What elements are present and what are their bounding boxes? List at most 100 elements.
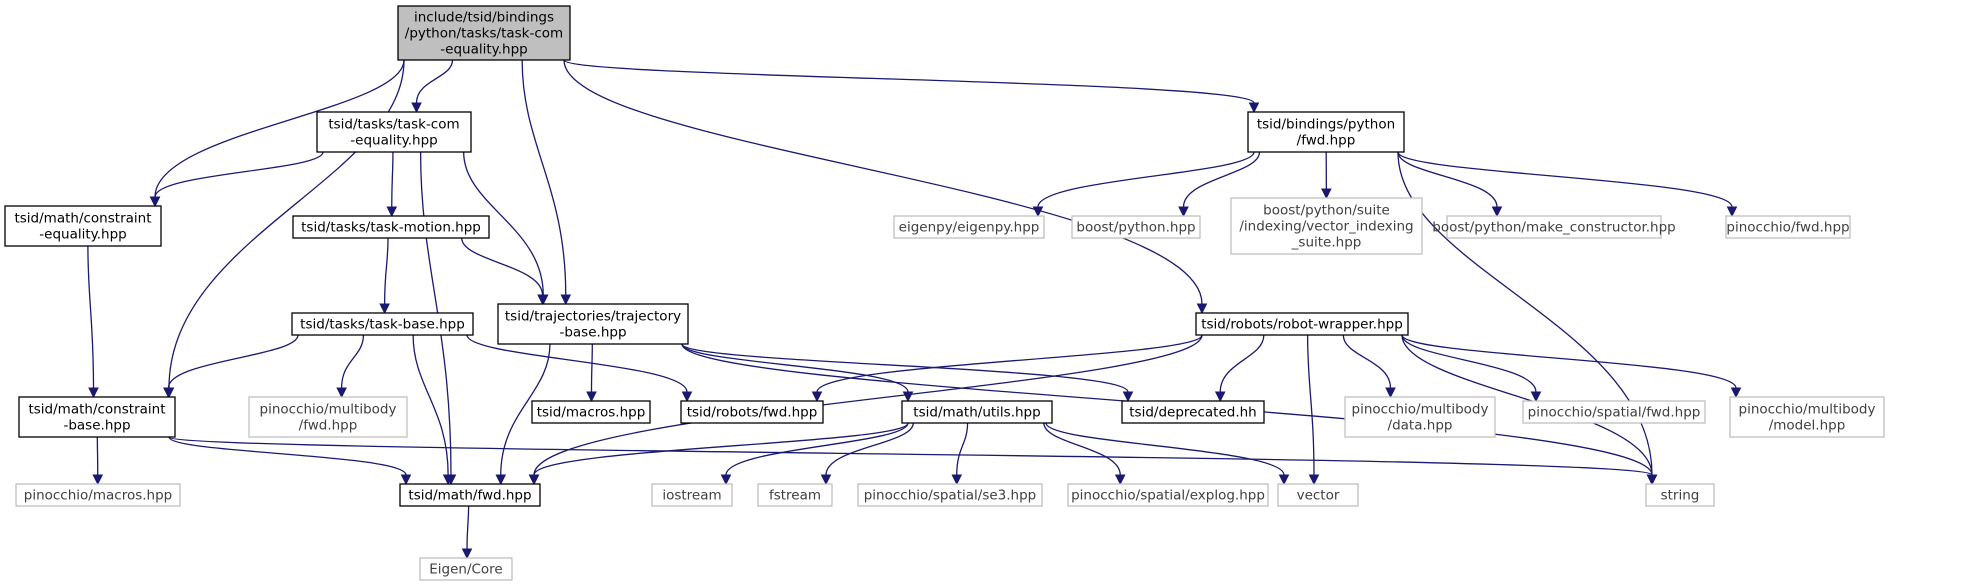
node-label: eigenpy/eigenpy.hpp [899,220,1040,236]
node-label: boost/python/suite [1263,203,1390,219]
node-pin_sp_fwd: pinocchio/spatial/fwd.hpp [1522,400,1706,424]
edges-layer [87,59,1742,560]
arrowhead-icon [1530,391,1542,403]
node-box [18,396,176,438]
node-box [757,483,833,507]
node-box [893,215,1045,239]
node-py_fwd[interactable]: tsid/bindings/python/fwd.hpp [1247,111,1405,153]
node-box [292,215,490,239]
edge-robot_wrapper-to-vector [1306,334,1320,486]
arrowhead-icon [528,474,540,486]
node-box [1071,215,1201,239]
arrowhead-icon [1321,188,1332,200]
arrowhead-icon [163,387,174,399]
node-label: tsid/math/fwd.hpp [408,488,531,504]
arrowhead-icon [1308,474,1320,486]
node-traj_base[interactable]: tsid/trajectories/trajectory-base.hpp [497,303,689,345]
node-robots_fwd[interactable]: tsid/robots/fwd.hpp [680,400,824,424]
node-box [1522,400,1706,424]
nodes-layer: include/tsid/bindings/python/tasks/task-… [4,5,1885,581]
edge-task_com_eq-to-constraint_eq [149,151,324,208]
node-pin_macros: pinocchio/macros.hpp [15,483,181,507]
arrowhead-icon [495,474,507,486]
arrowhead-icon [1114,474,1126,486]
node-label: boost/python.hpp [1076,220,1195,236]
node-task_motion[interactable]: tsid/tasks/task-motion.hpp [292,215,490,239]
node-label: pinocchio/multibody [1352,402,1489,418]
arrowhead-icon [442,474,454,486]
node-string: string [1645,483,1715,507]
node-deprecated[interactable]: tsid/deprecated.hh [1121,400,1265,424]
node-label: pinocchio/spatial/explog.hpp [1071,488,1265,504]
edge-math_utils-to-fstream [820,422,914,486]
arrowhead-icon [537,294,548,306]
node-label: /data.hpp [1388,418,1453,434]
arrowhead-icon [1214,391,1226,403]
node-pin_explog: pinocchio/spatial/explog.hpp [1067,483,1269,507]
node-box [1067,483,1269,507]
node-box [419,557,513,581]
node-label: /python/tasks/task-com [405,26,563,42]
edge-math_fwd-to-eigen_core [461,505,473,560]
node-boost_python: boost/python.hpp [1071,215,1201,239]
node-label: pinocchio/spatial/se3.hpp [864,488,1037,504]
node-box [15,483,181,507]
arrowhead-icon [1196,303,1208,315]
node-root[interactable]: include/tsid/bindings/python/tasks/task-… [397,5,571,61]
node-pin_mb_model: pinocchio/multibody/model.hpp [1729,396,1885,438]
arrowhead-icon [820,474,832,486]
edge-py_fwd-to-eigenpy [1032,151,1255,218]
edge-constraint_base-to-pin_macros [92,436,104,486]
node-box [291,312,474,336]
node-label: /fwd.hpp [299,418,358,434]
edge-math_utils-to-vector [1045,422,1290,486]
node-math_fwd[interactable]: tsid/math/fwd.hpp [399,483,541,507]
node-pin_mb_fwd: pinocchio/multibody/fwd.hpp [248,396,408,438]
node-box [316,111,472,153]
node-label: -equality.hpp [440,42,527,58]
node-label: pinocchio/multibody [260,402,397,418]
edge-robot_wrapper-to-deprecated [1214,334,1265,403]
arrowhead-icon [1491,206,1503,218]
node-label: tsid/trajectories/trajectory [505,309,681,325]
edge-math_utils-to-pin_explog [1043,422,1126,486]
edge-traj_base-to-deprecated [681,343,1134,403]
node-task_base[interactable]: tsid/tasks/task-base.hpp [291,312,474,336]
node-constraint_eq[interactable]: tsid/math/constraint-equality.hpp [4,205,162,247]
edge-task_motion-to-traj_base [461,237,548,306]
node-label: -equality.hpp [350,133,437,149]
arrowhead-icon [720,474,732,486]
node-box [397,5,571,61]
edge-py_fwd-to-boost_mc [1397,151,1503,218]
node-box [857,483,1043,507]
node-label: pinocchio/multibody [1739,402,1876,418]
node-label: _suite.hpp [1291,235,1362,251]
edge-py_fwd-to-boost_vis [1321,151,1332,200]
node-box [651,483,733,507]
edge-root-to-py_fwd [563,59,1260,114]
node-box [1344,396,1496,438]
node-task_com_eq[interactable]: tsid/tasks/task-com-equality.hpp [316,111,472,153]
node-fstream: fstream [757,483,833,507]
edge-task_base-to-pin_mb_fwd [336,334,365,399]
node-boost_mc: boost/python/make_constructor.hpp [1432,215,1676,239]
node-robot_wrapper[interactable]: tsid/robots/robot-wrapper.hpp [1195,312,1409,336]
arrowhead-icon [1122,391,1134,403]
arrowhead-icon [461,548,473,560]
node-constraint_base[interactable]: tsid/math/constraint-base.hpp [18,396,176,438]
node-label: tsid/deprecated.hh [1129,405,1256,421]
node-label: pinocchio/fwd.hpp [1726,220,1849,236]
node-tsid_macros[interactable]: tsid/macros.hpp [531,400,651,424]
edge-traj_base-to-math_fwd [495,343,551,486]
node-box [531,400,651,424]
node-label: vector [1297,488,1340,504]
node-pin_mb_data: pinocchio/multibody/data.hpp [1344,396,1496,438]
edge-py_fwd-to-boost_python [1178,151,1261,218]
node-box [1195,312,1409,336]
node-math_utils[interactable]: tsid/math/utils.hpp [901,400,1053,424]
node-label: -base.hpp [559,325,626,341]
arrowhead-icon [902,391,914,403]
node-box [248,396,408,438]
arrowhead-icon [149,196,161,208]
